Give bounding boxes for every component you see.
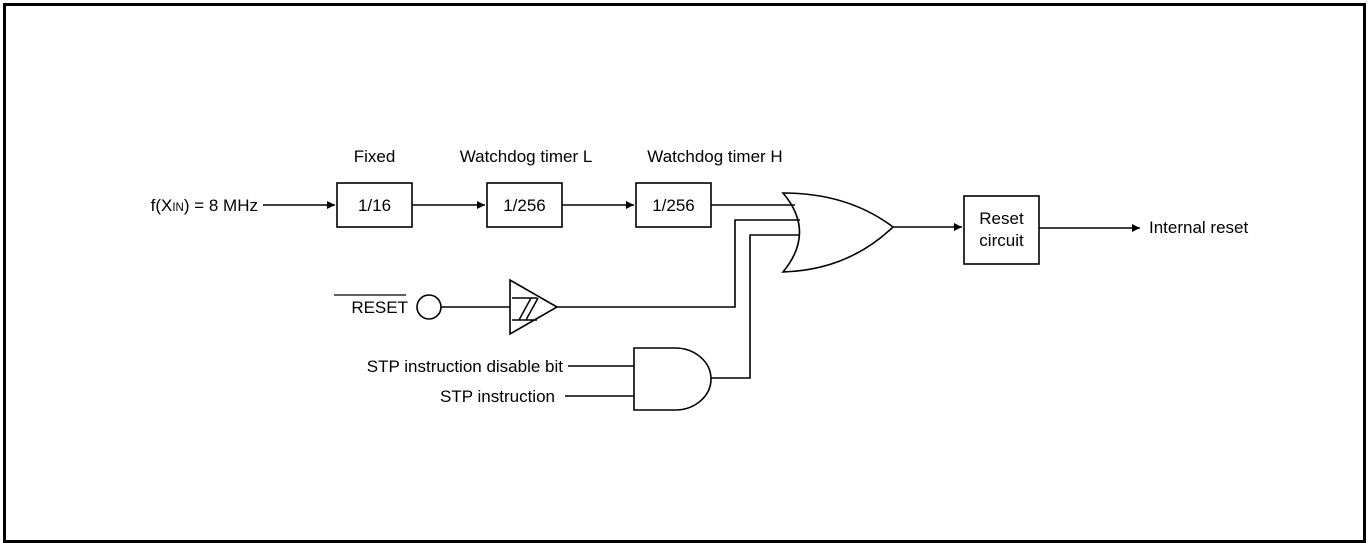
reset-pin-label: RESET bbox=[351, 298, 408, 317]
reset-circuit-line1: Reset bbox=[979, 209, 1024, 228]
schmitt-hysteresis-icon bbox=[512, 297, 539, 321]
and-gate bbox=[633, 347, 712, 411]
reset-pin-circle bbox=[416, 294, 442, 320]
wdt-h-header: Watchdog timer H bbox=[647, 147, 782, 166]
stp-disable-bit-label: STP instruction disable bit bbox=[367, 357, 564, 376]
reset-to-or-wire bbox=[557, 219, 800, 308]
internal-reset-label: Internal reset bbox=[1149, 218, 1248, 237]
reset-circuit-line2: circuit bbox=[979, 231, 1024, 250]
wdt-l-label: 1/256 bbox=[503, 196, 546, 215]
fixed-divider-label: 1/16 bbox=[358, 196, 391, 215]
stp-instruction-label: STP instruction bbox=[440, 387, 555, 406]
or-gate bbox=[781, 192, 895, 273]
fixed-header: Fixed bbox=[354, 147, 396, 166]
wdt-l-header: Watchdog timer L bbox=[460, 147, 593, 166]
reset-circuit-box bbox=[963, 195, 1040, 265]
and-to-or-wire bbox=[711, 234, 800, 379]
source-label: f(XIN) = 8 MHz bbox=[151, 196, 258, 215]
wdt-h-label: 1/256 bbox=[652, 196, 695, 215]
